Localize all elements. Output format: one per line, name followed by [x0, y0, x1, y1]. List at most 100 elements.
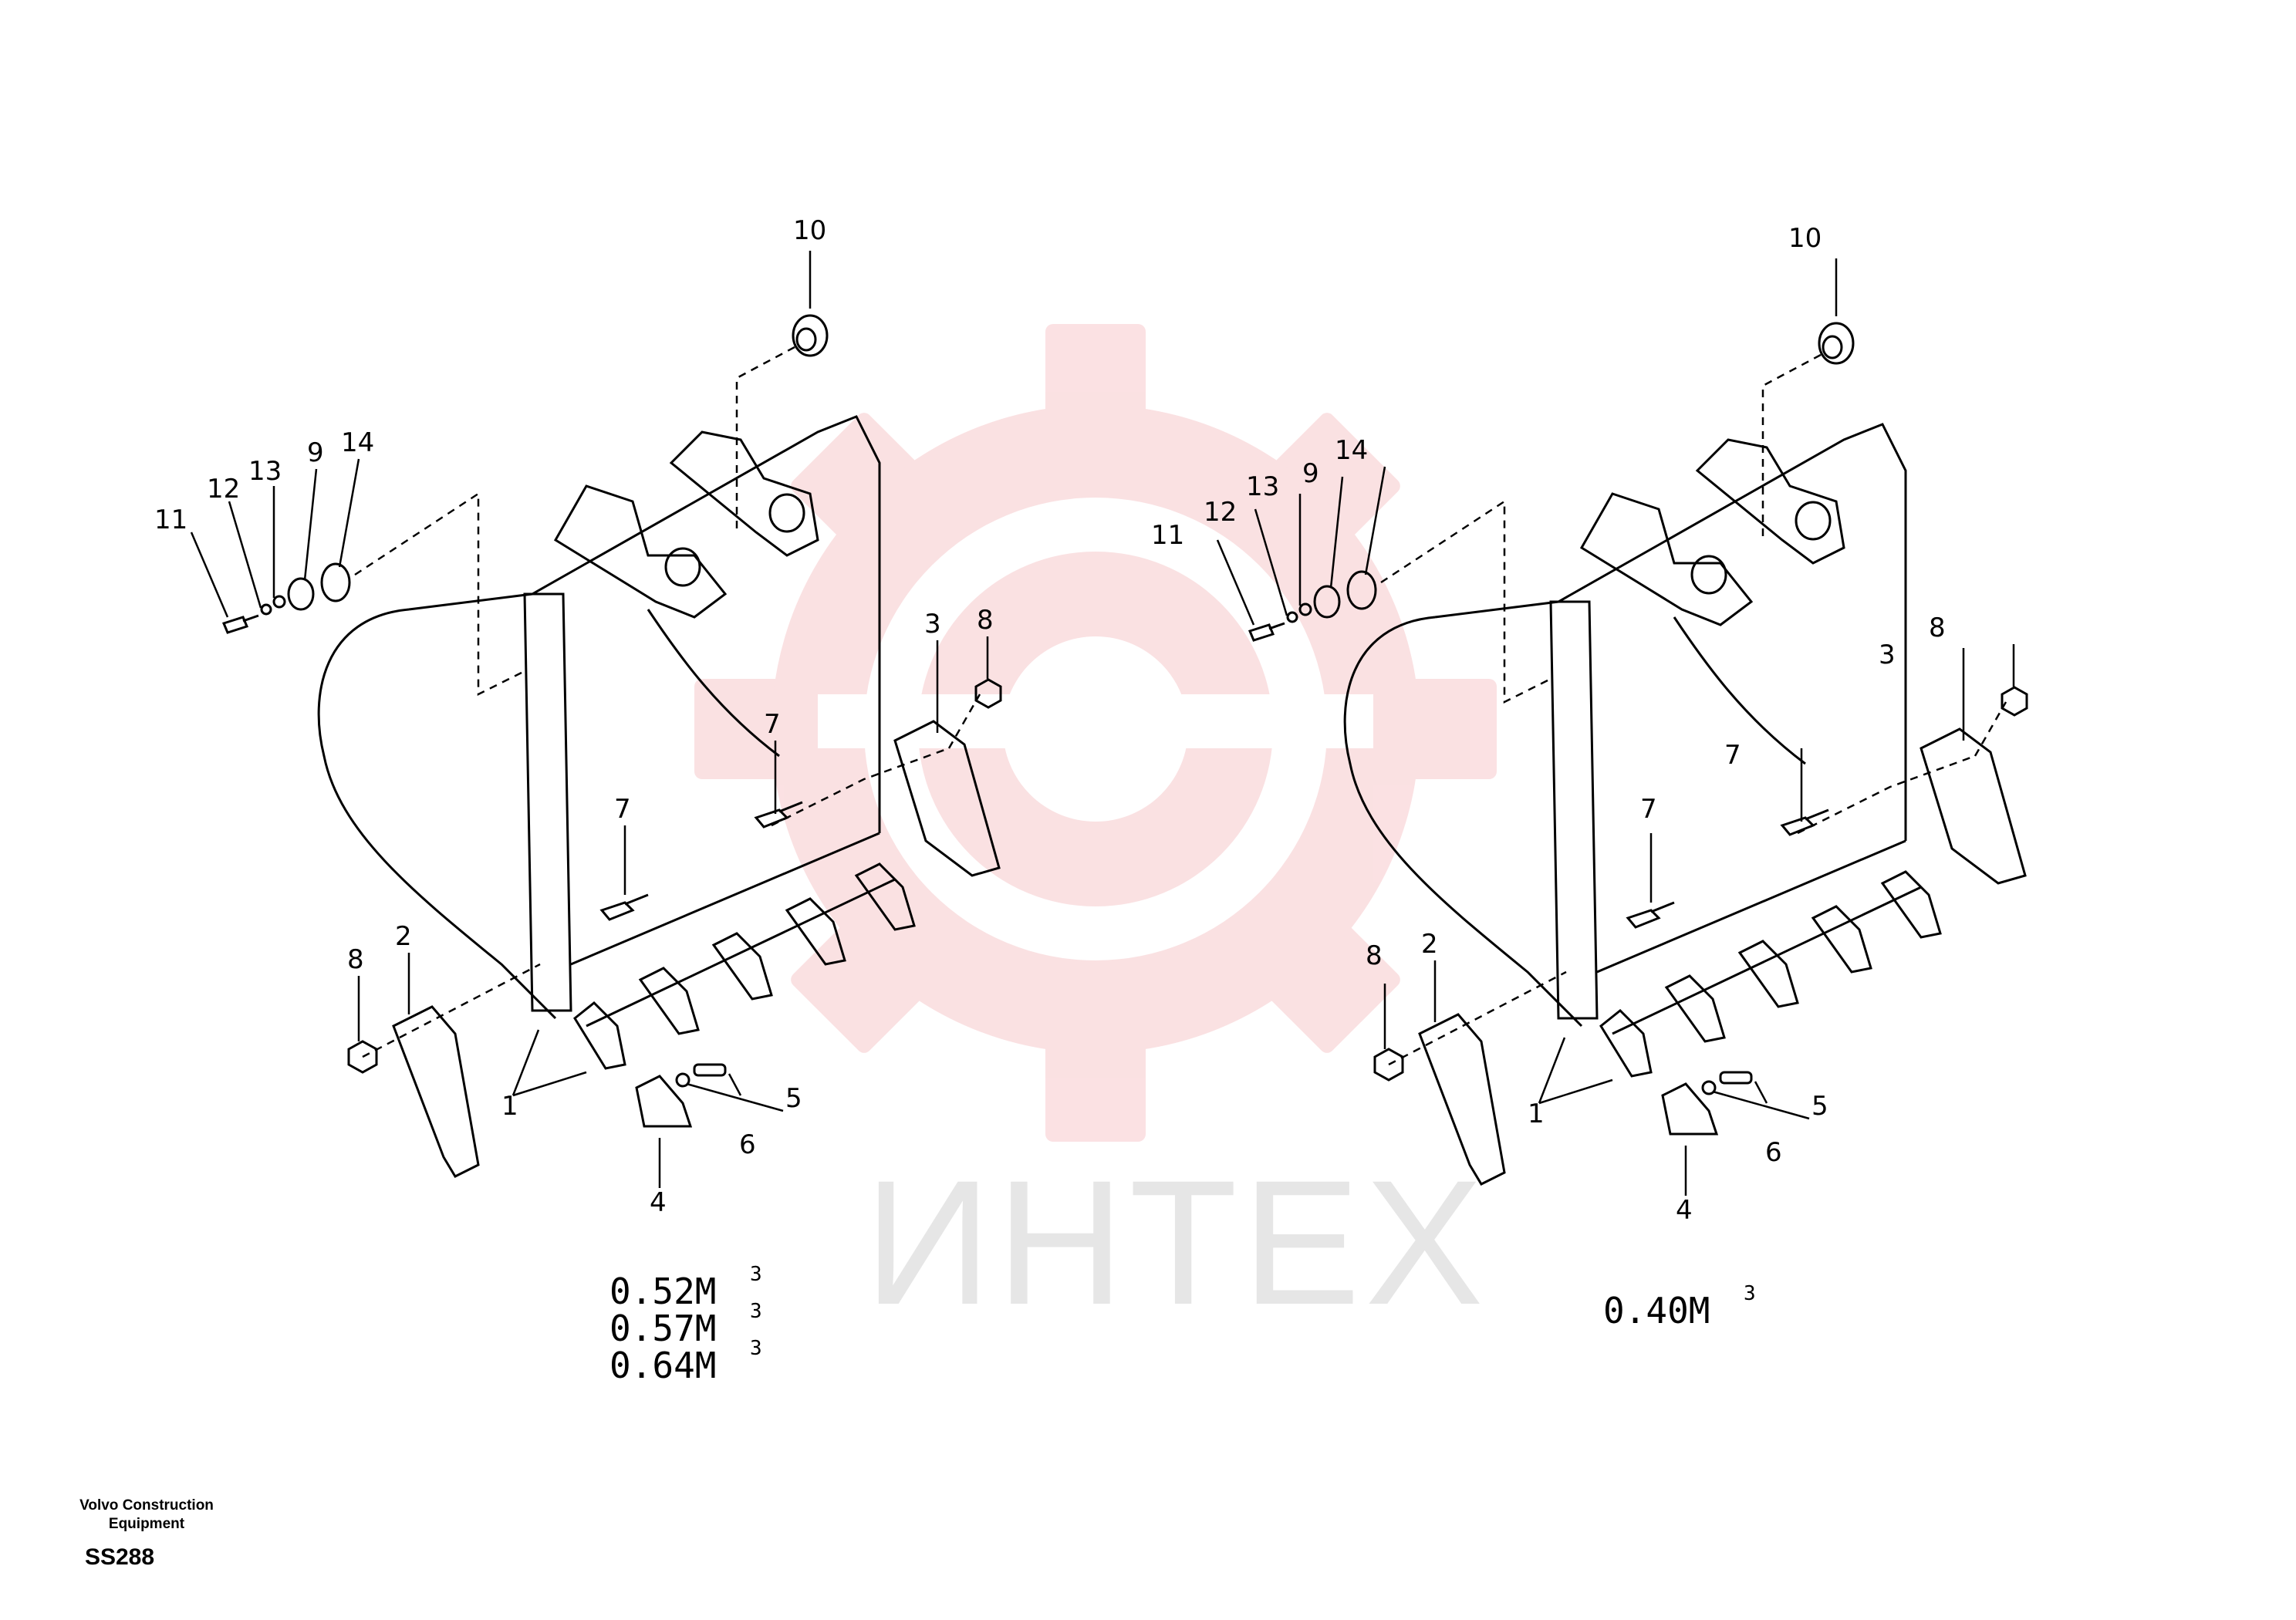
- callout-9: 9: [307, 437, 324, 468]
- callout-4: 4: [1676, 1195, 1693, 1226]
- callout-10: 10: [793, 215, 826, 246]
- bushing-left: [792, 314, 829, 357]
- tooth-bar-right: [1612, 886, 1922, 1035]
- tooth-left-3: [711, 932, 773, 1001]
- plate-9-left: [287, 577, 315, 611]
- watermark-text: ИНТЕХ: [864, 1143, 1488, 1342]
- bucket-top-edge-right: [1434, 423, 1907, 841]
- tooth-pin-left: [693, 1063, 727, 1077]
- capacity-label: 0.57M: [609, 1308, 716, 1349]
- capacity-labels-small: 0.40M 3: [1603, 1282, 1756, 1331]
- callout-13: 13: [1246, 471, 1279, 502]
- callout-9: 9: [1302, 458, 1319, 489]
- footer-caption: Volvo Construction Equipment SS288: [46, 1497, 247, 1571]
- callout-7b: 7: [614, 794, 631, 825]
- callout-11: 11: [1151, 520, 1184, 551]
- capacity-superscript: 3: [1744, 1282, 1756, 1305]
- tooth-bar-left: [586, 878, 896, 1028]
- page-code: SS288: [84, 1544, 155, 1570]
- callout-12: 12: [1204, 497, 1237, 528]
- bolt-left-b: [599, 893, 649, 921]
- callout-7a: 7: [1724, 740, 1741, 771]
- washer-13-left: [272, 595, 286, 609]
- callout-3: 3: [1879, 640, 1896, 670]
- pin-bore-1-right: [1690, 555, 1727, 595]
- tooth-right-3: [1737, 940, 1799, 1008]
- bolt-11-left: [221, 614, 259, 634]
- side-cutter-right-b: [1920, 727, 2027, 885]
- callout-13: 13: [248, 456, 282, 487]
- bolt-11-right: [1248, 622, 1285, 642]
- capacity-label: 0.52M: [609, 1271, 716, 1312]
- side-plate-left: [523, 592, 572, 1012]
- tooth-pin-right: [1719, 1071, 1753, 1085]
- bucket-top-edge-left: [408, 415, 881, 833]
- bucket-inner-curve-left: [647, 609, 780, 758]
- lug-ear-rear-right: [1695, 438, 1845, 565]
- callout-2: 2: [1421, 929, 1438, 960]
- callout-11: 11: [154, 505, 187, 535]
- callout-1: 1: [1528, 1099, 1545, 1129]
- callout-8b: 8: [1366, 940, 1383, 971]
- callout-8a: 8: [1929, 613, 1946, 643]
- plate-9-right: [1313, 585, 1341, 619]
- watermark-gear-logo: [694, 324, 1497, 1142]
- nut-left-b: [974, 678, 1002, 709]
- side-cutter-left-a: [392, 1005, 480, 1178]
- tooth-lock-right: [1701, 1080, 1717, 1095]
- pin-bore-1-left: [664, 547, 701, 587]
- callout-14: 14: [341, 427, 374, 458]
- nut-right-b: [2001, 686, 2028, 717]
- loose-tooth-left: [635, 1075, 693, 1128]
- callout-10: 10: [1788, 223, 1822, 254]
- side-cutter-left-b: [893, 720, 1001, 877]
- side-plate-right: [1549, 600, 1599, 1020]
- loose-tooth-right: [1661, 1082, 1719, 1136]
- shim-14-left: [320, 562, 351, 602]
- capacity-superscript: 3: [750, 1263, 762, 1286]
- leader-lines-left: [190, 251, 989, 1188]
- shim-14-right: [1346, 570, 1377, 610]
- bucket-assembly-small: [1216, 258, 2028, 1196]
- bucket-assembly-large: [190, 251, 1002, 1188]
- callout-6: 6: [739, 1129, 756, 1160]
- pin-bore-2-right: [1795, 501, 1832, 541]
- tooth-right-1: [1599, 1008, 1653, 1078]
- capacity-label: 0.40M: [1603, 1290, 1710, 1331]
- callout-14: 14: [1335, 435, 1368, 466]
- bushing-left-inner: [795, 327, 817, 352]
- capacity-labels-large: 0.52M 3 0.57M 3 0.64M 3: [609, 1263, 762, 1386]
- lug-ear-rear-left: [669, 430, 819, 557]
- capacity-label: 0.64M: [609, 1345, 716, 1386]
- maker-line-1: Volvo Construction: [79, 1497, 214, 1514]
- capacity-superscript: 3: [750, 1300, 762, 1323]
- callout-7a: 7: [764, 709, 781, 740]
- bucket-inner-curve-right: [1673, 616, 1806, 765]
- callout-5: 5: [1811, 1091, 1828, 1122]
- tooth-left-1: [573, 1001, 626, 1070]
- bucket-shell-right: [1343, 616, 1583, 1028]
- nut-right-a: [1373, 1048, 1404, 1082]
- callout-3: 3: [924, 609, 941, 640]
- callout-4: 4: [650, 1187, 667, 1218]
- leader-lines-right: [1216, 258, 2015, 1196]
- lug-ear-front-right: [1579, 492, 1754, 626]
- capacity-superscript: 3: [750, 1337, 762, 1360]
- cutting-edge-right: [1596, 839, 1906, 974]
- callout-1: 1: [501, 1091, 518, 1122]
- bolt-right-b: [1626, 901, 1675, 929]
- cutting-edge-left: [570, 832, 880, 966]
- callout-2: 2: [395, 921, 412, 952]
- bushing-right-inner: [1822, 335, 1843, 359]
- tooth-right-5: [1880, 870, 1942, 939]
- lug-ear-front-left: [553, 484, 728, 619]
- bucket-shell-left: [317, 608, 557, 1020]
- washer-13-right: [1298, 602, 1312, 616]
- callout-8b: 8: [347, 944, 364, 975]
- callouts-large: 1 2 3 4 5 6 7 7 8 8 9 10 11 12 13 14: [154, 215, 994, 1218]
- side-cutter-right-a: [1418, 1013, 1506, 1186]
- tooth-left-4: [785, 897, 846, 966]
- assembly-lines-left: [354, 346, 981, 1058]
- tooth-lock-left: [675, 1072, 690, 1088]
